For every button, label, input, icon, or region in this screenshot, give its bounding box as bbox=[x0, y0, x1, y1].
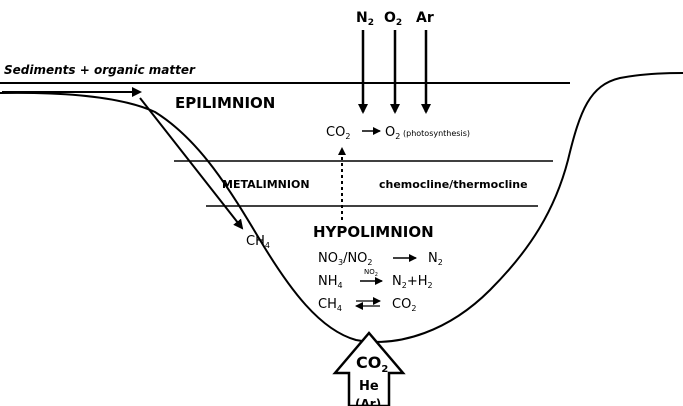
sediments-label: Sediments + organic matter bbox=[4, 63, 196, 77]
hypolimnion-label: HYPOLIMNION bbox=[313, 223, 434, 241]
lake-basin-outline bbox=[0, 72, 683, 343]
reaction1-reactant: NO3/NO2 bbox=[318, 251, 373, 267]
n2-label: N2 bbox=[356, 10, 374, 28]
ar-label: Ar bbox=[416, 10, 434, 26]
epilimnion-label: EPILIMNION bbox=[175, 94, 275, 112]
reaction3-reactant: CH4 bbox=[318, 297, 342, 313]
bottom-co2-label: CO2 bbox=[356, 353, 388, 375]
photosynthesis-co2: CO2 bbox=[326, 125, 350, 141]
reaction1-product: N2 bbox=[428, 251, 443, 267]
o2-label: O2 bbox=[384, 10, 402, 28]
photosynthesis-note: (photosynthesis) bbox=[403, 129, 470, 138]
sediment-sinking-arrow bbox=[139, 97, 244, 230]
reaction2-catalyst: NO2 bbox=[364, 268, 378, 278]
reaction2-reactant: NH4 bbox=[318, 274, 343, 290]
bottom-he-label: He bbox=[359, 379, 379, 394]
photosynthesis-o2: O2 bbox=[385, 125, 400, 141]
reaction2-products: N2+H2 bbox=[392, 274, 433, 290]
methane-label: CH4 bbox=[246, 234, 270, 250]
bottom-ar-label: (Ar) bbox=[355, 397, 381, 406]
reaction3-product: CO2 bbox=[392, 297, 416, 313]
metalimnion-label: METALIMNION bbox=[222, 178, 310, 191]
chemocline-label: chemocline/thermocline bbox=[379, 178, 528, 191]
bottom-gas-input-arrow bbox=[332, 331, 406, 406]
